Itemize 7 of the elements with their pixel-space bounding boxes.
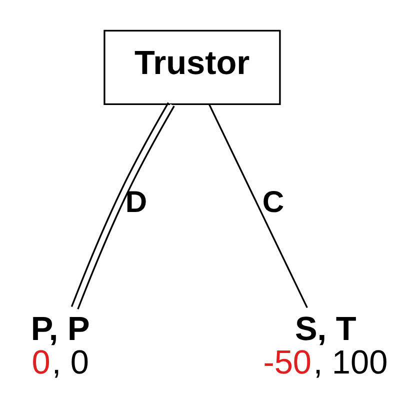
connector: [208, 103, 308, 308]
node-text: P, P 0, 0: [30, 310, 90, 381]
node-box: Trustor: [104, 29, 281, 105]
connector: [70, 102, 175, 309]
edge-label: D: [125, 185, 148, 218]
edge-label: C: [262, 185, 284, 218]
node-text: S, T -50, 100: [263, 310, 388, 381]
